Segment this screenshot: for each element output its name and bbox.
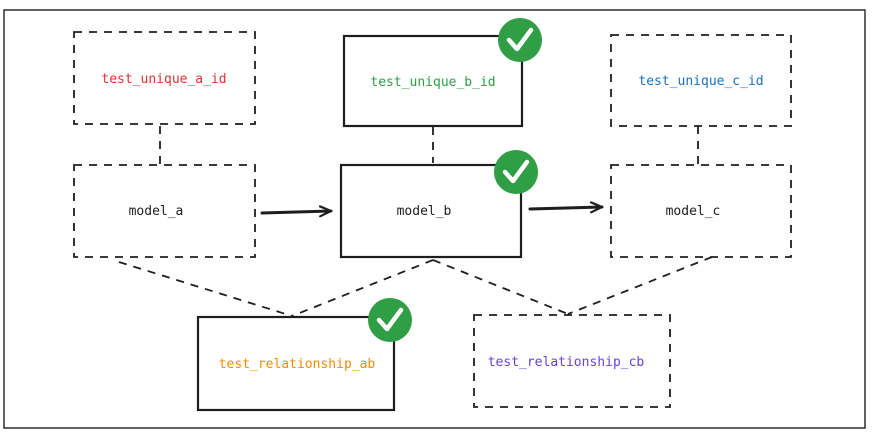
node-label: model_c [666, 204, 721, 219]
node-label: model_b [397, 204, 452, 219]
node-model-b[interactable]: model_b [339, 150, 538, 259]
node-test-unique-c[interactable]: test_unique_c_id [610, 34, 792, 127]
check-circle-icon [368, 298, 412, 342]
edge-connector [567, 256, 713, 315]
edge-connector [432, 259, 569, 315]
node-test-relationship-ab[interactable]: test_relationship_ab [196, 298, 412, 412]
node-box [610, 34, 792, 127]
node-label: test_unique_b_id [370, 75, 495, 90]
node-test-unique-b[interactable]: test_unique_b_id [342, 18, 542, 128]
check-circle-icon [498, 18, 542, 62]
node-box [342, 34, 524, 128]
node-model-c[interactable]: model_c [610, 164, 792, 258]
node-box [610, 164, 792, 258]
outer-frame [3, 9, 866, 429]
node-label: test_relationship_ab [219, 357, 376, 372]
edge-connector [291, 259, 434, 317]
edge-connector [118, 261, 293, 317]
node-label: test_relationship_cb [488, 355, 645, 370]
node-label: test_unique_c_id [638, 74, 763, 89]
edge-arrow [528, 207, 604, 209]
check-circle-icon [494, 150, 538, 194]
node-box [73, 31, 256, 125]
node-test-relationship-cb[interactable]: test_relationship_cb [473, 314, 671, 408]
node-box [339, 163, 523, 259]
edges-layer [118, 126, 713, 317]
node-test-unique-a[interactable]: test_unique_a_id [73, 31, 256, 125]
node-label: test_unique_a_id [101, 72, 226, 87]
node-box [473, 314, 671, 408]
node-box [196, 315, 396, 412]
edge-arrow [260, 211, 333, 213]
node-box [73, 164, 256, 258]
node-model-a[interactable]: model_a [73, 164, 256, 258]
node-label: model_a [129, 204, 184, 219]
